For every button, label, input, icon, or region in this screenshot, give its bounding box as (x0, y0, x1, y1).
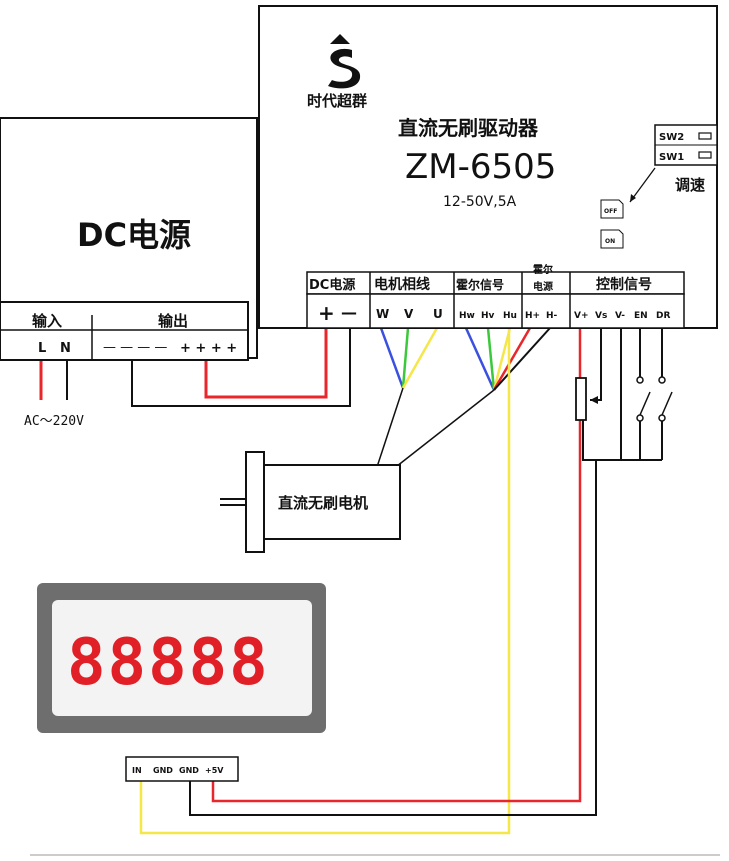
terminal-hv: Hv (481, 311, 495, 321)
psu-terminal-strip (0, 301, 249, 361)
power-supply-title: DC电源 (77, 216, 191, 254)
display-gnd-wire (189, 460, 597, 816)
terminal-v: V (404, 307, 414, 321)
sw2-label: SW2 (659, 132, 684, 143)
terminal-block (306, 293, 685, 329)
terminal-vminus: V- (615, 311, 625, 321)
speed-label: 调速 (675, 176, 705, 194)
driver-model: ZM-6505 (405, 147, 556, 187)
speed-arrow-head-icon (630, 194, 636, 202)
group-control-signal: 控制信号 (596, 276, 652, 293)
psu-l-label: L (38, 341, 46, 356)
psu-out-minus: — — — — (103, 340, 167, 355)
sw1-label: SW1 (659, 152, 684, 163)
off-callout (600, 199, 624, 219)
speed-signal-wire (139, 328, 511, 835)
terminal-hu: Hu (503, 311, 517, 321)
display-digits: 88888 (67, 626, 270, 700)
dc-minus-wire (131, 328, 351, 407)
psu-n-label: N (60, 341, 71, 356)
terminal-hplus: H+ (525, 311, 540, 321)
off-label: OFF (604, 208, 617, 215)
psu-out-plus: + + + + (180, 341, 237, 356)
hall-hv-wire (486, 327, 496, 391)
phase-w-wire (379, 327, 405, 389)
group-motor-phase: 电机相线 (374, 276, 430, 293)
phase-v-wire (401, 327, 410, 389)
dc-plus-wire (204, 328, 328, 399)
terminal-u: U (433, 307, 443, 321)
common-ground-wire (582, 420, 662, 461)
speed-arrow (629, 167, 656, 203)
phase-u-wire (401, 327, 439, 389)
on-label: ON (605, 238, 615, 245)
display-terminal-in: IN (132, 766, 142, 775)
pot-wiper-arrow-icon (590, 396, 598, 404)
terminal-plus: + (318, 301, 335, 325)
display-terminal-block (125, 756, 239, 782)
group-dc-power: DC电源 (309, 277, 355, 293)
terminal-hminus: H- (546, 311, 558, 321)
psu-output-label: 输出 (158, 312, 188, 330)
hall-hplus-wire (492, 327, 532, 391)
terminal-vs: Vs (595, 311, 607, 321)
motor-label: 直流无刷电机 (278, 494, 368, 512)
ac-input-label: AC～220V (24, 414, 84, 429)
terminal-hw: Hw (459, 311, 475, 321)
driver-spec: 12-50V,5A (443, 194, 517, 210)
group-hall-power-1: 霍尔 (533, 263, 553, 276)
motor-body (263, 464, 401, 540)
terminal-w: W (376, 307, 389, 321)
hall-hu-wire (492, 327, 512, 391)
en-switch-icon (636, 376, 651, 422)
phase-bundle (375, 387, 404, 471)
display-terminal-5v: +5V (205, 766, 224, 775)
terminal-minus: — (341, 303, 357, 322)
display-5v-wire (211, 420, 582, 803)
dr-switch-icon (658, 376, 673, 422)
potentiometer-icon (575, 377, 587, 421)
motor-flange (245, 451, 265, 553)
terminal-en: EN (634, 311, 648, 321)
vs-wire (590, 328, 602, 401)
hall-hminus-wire (493, 327, 551, 391)
brand-name: 时代超群 (307, 92, 367, 110)
brand-logo-icon (328, 34, 361, 89)
display-bezel (52, 600, 312, 716)
hall-hw-wire (464, 327, 496, 391)
display-terminal-gnd2: GND (179, 766, 199, 775)
psu-input-label: 输入 (32, 312, 62, 330)
terminal-vplus: V+ (574, 311, 589, 321)
hall-bundle (391, 389, 495, 471)
sw1-toggle[interactable] (698, 151, 712, 159)
terminal-dr: DR (656, 311, 670, 321)
group-hall-power-2: 电源 (533, 280, 553, 293)
on-callout (600, 229, 624, 249)
sw2-toggle[interactable] (698, 132, 712, 140)
group-hall-signal: 霍尔信号 (456, 277, 504, 292)
driver-title: 直流无刷驱动器 (398, 116, 539, 140)
display-terminal-gnd1: GND (153, 766, 173, 775)
